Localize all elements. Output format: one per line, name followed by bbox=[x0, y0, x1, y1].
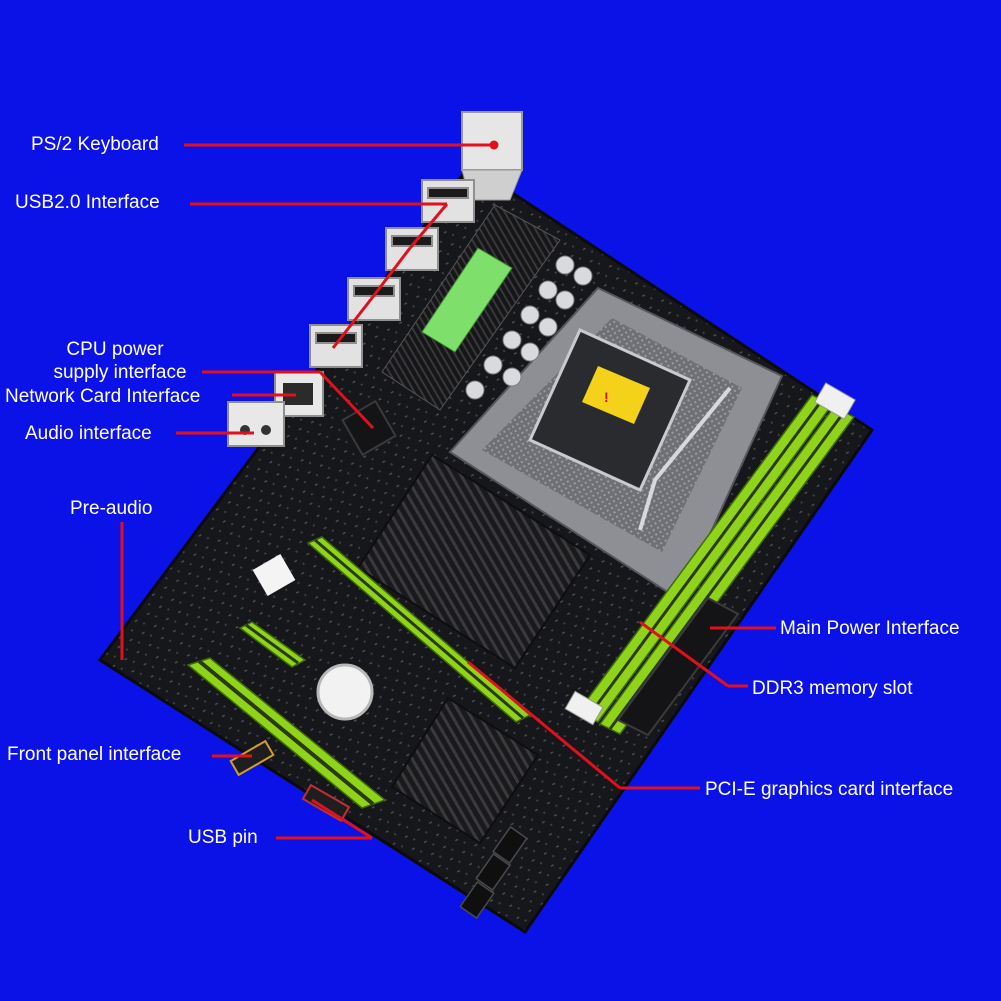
audio-port-block bbox=[227, 401, 285, 447]
cpu-power-connector bbox=[341, 399, 397, 457]
usb-port-stacks bbox=[309, 179, 475, 368]
label-usb20-interface: USB2.0 Interface bbox=[15, 192, 160, 213]
warning-sticker bbox=[582, 366, 650, 424]
label-cpu-power-line1: CPU power bbox=[66, 339, 164, 360]
cmos-battery bbox=[316, 663, 374, 721]
usb-pin-header bbox=[301, 783, 351, 823]
leader-usb20-c bbox=[331, 297, 374, 349]
leader-usb-pin-b bbox=[311, 798, 373, 840]
label-usb-pin: USB pin bbox=[188, 827, 258, 848]
chipset-heatsink bbox=[356, 453, 592, 670]
vrm-green-block bbox=[421, 247, 513, 353]
label-pre-audio: Pre-audio bbox=[70, 498, 153, 519]
leader-pcie bbox=[467, 660, 621, 790]
leader-cpu-power-b bbox=[318, 370, 375, 430]
label-front-panel: Front panel interface bbox=[7, 744, 182, 765]
warning-sticker-mark: ! bbox=[604, 389, 609, 405]
capacitor-row bbox=[465, 255, 593, 400]
label-ddr3-slot: DDR3 memory slot bbox=[752, 678, 913, 699]
pcie-slots bbox=[186, 536, 532, 809]
label-pcie-graphics: PCI-E graphics card interface bbox=[705, 779, 954, 800]
ddr3-slots bbox=[564, 382, 856, 735]
label-main-power: Main Power Interface bbox=[780, 618, 960, 639]
leader-ddr3 bbox=[639, 620, 729, 688]
label-cpu-power-line2: supply interface bbox=[53, 362, 187, 383]
sata-ports bbox=[459, 825, 528, 920]
leader-lines bbox=[120, 140, 776, 840]
qr-code bbox=[252, 554, 296, 596]
leader-usb20-b bbox=[370, 247, 412, 299]
front-panel-header bbox=[229, 739, 275, 777]
label-ps2-keyboard: PS/2 Keyboard bbox=[31, 134, 159, 155]
leader-usb20-a bbox=[408, 203, 449, 249]
label-network-card: Network Card Interface bbox=[5, 386, 201, 407]
label-audio-interface: Audio interface bbox=[25, 423, 152, 444]
main-power-connector bbox=[616, 596, 740, 737]
socket-lever bbox=[638, 386, 732, 531]
southbridge-heatsink bbox=[390, 696, 540, 845]
